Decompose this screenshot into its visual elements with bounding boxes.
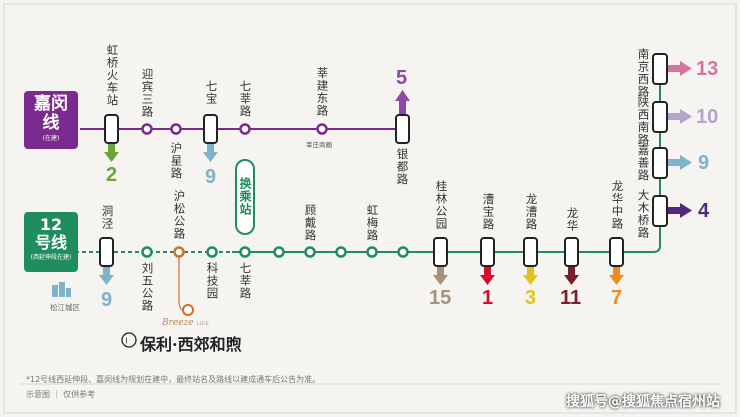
station-kejiyuan-marker[interactable]: [206, 246, 218, 258]
station-caobao-marker[interactable]: [480, 237, 495, 267]
interchange-pill: [235, 159, 255, 235]
label-longhua: 龙华: [565, 207, 580, 232]
transfer-arrow-15: [433, 267, 448, 285]
transfer-arrow-2: [104, 144, 119, 162]
label-shanxinan: 陕西南路: [636, 96, 651, 146]
transfer-4: 4: [698, 200, 710, 222]
station-longhuazhong-marker[interactable]: [609, 237, 624, 267]
transfer-9b: 9: [101, 289, 113, 311]
station-nanjingxi-marker[interactable]: [652, 53, 668, 85]
transfer-arrow-4: [668, 203, 692, 218]
project-pin-connector: [178, 298, 184, 311]
transfer-11: 11: [560, 287, 582, 309]
station-qibao-marker[interactable]: [203, 114, 218, 144]
station-yingbin-marker[interactable]: [141, 123, 153, 135]
transfer-arrow-5: [395, 90, 410, 114]
transfer-arrow-11: [564, 267, 579, 285]
songjiang-area-label: 松江城区: [50, 303, 80, 312]
station-damuqiao-marker[interactable]: [652, 195, 668, 227]
frame-border: [3, 3, 737, 414]
station-gudai-marker[interactable]: [304, 246, 316, 258]
transfer-arrow-13: [668, 61, 692, 76]
transfer-7: 7: [611, 287, 623, 309]
label-nanjingxi: 南京西路: [636, 48, 651, 98]
brand-logo-icon: [121, 332, 137, 348]
jiamin-line-name: 嘉闵 线: [34, 94, 68, 133]
transfer-5: 5: [396, 67, 408, 89]
line12-status: (西延伸段在建): [30, 254, 72, 261]
transfer-2: 2: [106, 164, 118, 186]
label-jiashan: 嘉善路: [636, 144, 651, 182]
station-extra1-marker[interactable]: [273, 246, 285, 258]
transfer-15: 15: [429, 287, 452, 309]
label-longhuazhong: 龙华中路: [610, 180, 625, 230]
station-husong-marker[interactable]: [173, 246, 185, 258]
label-hongmei: 虹梅路: [365, 204, 380, 242]
label-guilin: 桂林公园: [434, 180, 449, 230]
label-yingbin: 迎宾三路: [140, 68, 155, 118]
interchange-label: 换乘站: [238, 177, 252, 216]
station-hongqiao-marker[interactable]: [104, 114, 119, 144]
transfer-arrow-7: [609, 267, 624, 285]
transfer-arrow-9c: [668, 155, 692, 170]
station-guilin-marker[interactable]: [433, 237, 448, 267]
transfer-arrow-9a: [203, 144, 218, 162]
svg-text:l: l: [126, 337, 128, 346]
label-yindu: 银都路: [395, 148, 410, 186]
label-gudai: 顾戴路: [303, 204, 318, 242]
label-huxing: 沪星路: [169, 142, 184, 180]
label-kejiyuan: 科技园: [205, 262, 220, 300]
transfer-1: 1: [482, 287, 494, 309]
building-icon: [52, 282, 71, 297]
brand-logo-text: 保利·西郊和煦: [140, 335, 242, 354]
station-qixin-top-marker[interactable]: [239, 123, 251, 135]
station-longcao-marker[interactable]: [523, 237, 538, 267]
label-longcao: 龙漕路: [524, 193, 539, 231]
transfer-arrow-10: [668, 109, 692, 124]
line12-badge: 12 号线 (西延伸段在建): [24, 212, 78, 272]
brand-script: Breeze LIFE: [162, 318, 209, 328]
watermark: 搜狐号@搜狐焦点宿州站: [566, 394, 720, 410]
label-damuqiao: 大木桥路: [636, 189, 651, 239]
jiamin-line-badge: 嘉闵 线 (在建): [24, 91, 78, 149]
project-pin-circle: [182, 304, 194, 316]
station-longhua-marker[interactable]: [564, 237, 579, 267]
label-xinjian: 莘建东路: [315, 67, 330, 117]
station-yindu-marker[interactable]: [395, 114, 410, 144]
footnote: *12号线西延伸段、嘉闵线为规划在建中，最终站名及路线以建成通车后公告为准。: [26, 375, 321, 384]
transfer-10: 10: [696, 106, 719, 128]
label-husong: 沪松公路: [172, 190, 187, 240]
station-huxing-marker[interactable]: [170, 123, 182, 135]
transfer-13: 13: [696, 58, 719, 80]
station-jiashan-marker[interactable]: [652, 147, 668, 179]
transfer-3: 3: [525, 287, 537, 309]
label-liuwu: 刘五公路: [140, 262, 155, 312]
transfer-arrow-1: [480, 267, 495, 285]
transfer-arrow-9b: [99, 267, 114, 285]
line12-corner: [652, 245, 661, 253]
disclaimer: 示意图 ｜ 仅供参考: [26, 390, 96, 399]
station-xinjian-marker[interactable]: [316, 123, 328, 135]
station-extra3-marker[interactable]: [397, 246, 409, 258]
station-liuwu-marker[interactable]: [141, 246, 153, 258]
station-shanxinan-marker[interactable]: [652, 101, 668, 133]
label-dongjing: 洞泾: [100, 205, 115, 230]
station-qixin-bottom-marker[interactable]: [239, 246, 251, 258]
station-hongmei-marker[interactable]: [366, 246, 378, 258]
label-hongqiao: 虹桥火车站: [105, 44, 120, 107]
label-xinzhuang-note: 莘庄商圈: [306, 141, 332, 149]
label-qibao: 七宝: [204, 80, 219, 105]
label-qixin-bottom: 七莘路: [238, 262, 253, 300]
label-qixin-top: 七莘路: [238, 80, 253, 118]
station-extra2-marker[interactable]: [335, 246, 347, 258]
jiamin-line-status: (在建): [42, 135, 60, 142]
station-dongjing-marker[interactable]: [99, 237, 114, 267]
transfer-9c: 9: [698, 152, 710, 174]
transfer-arrow-3: [523, 267, 538, 285]
transfer-9a: 9: [205, 166, 217, 188]
label-caobao: 漕宝路: [481, 193, 496, 231]
line12-name: 12 号线: [34, 215, 67, 252]
